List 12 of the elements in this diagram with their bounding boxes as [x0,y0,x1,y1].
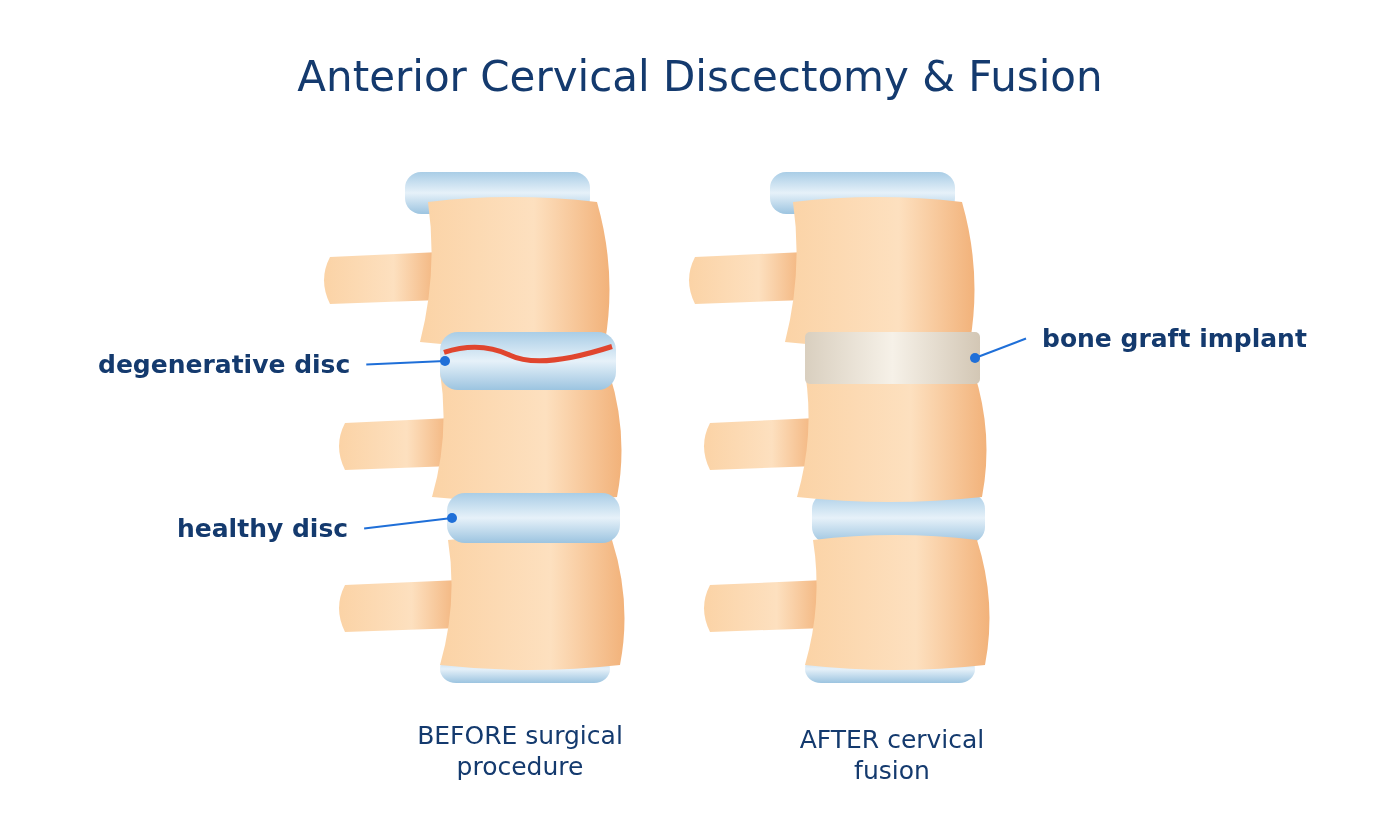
implant-drawing [805,332,980,384]
caption-text: AFTER cervical fusion [798,724,986,786]
leader-line [365,356,450,366]
caption-text: BEFORE surgical procedure [416,720,624,782]
leader-line [970,337,1027,363]
degenerated-disc-drawing [440,332,616,390]
callout-label: healthy disc [177,514,349,543]
disc-drawing [447,493,620,543]
title: Anterior Cervical Discectomy & Fusion [297,52,1103,101]
callout-label: degenerative disc [98,350,351,379]
leader-line [363,513,457,530]
callout-label: bone graft implant [1042,324,1307,353]
